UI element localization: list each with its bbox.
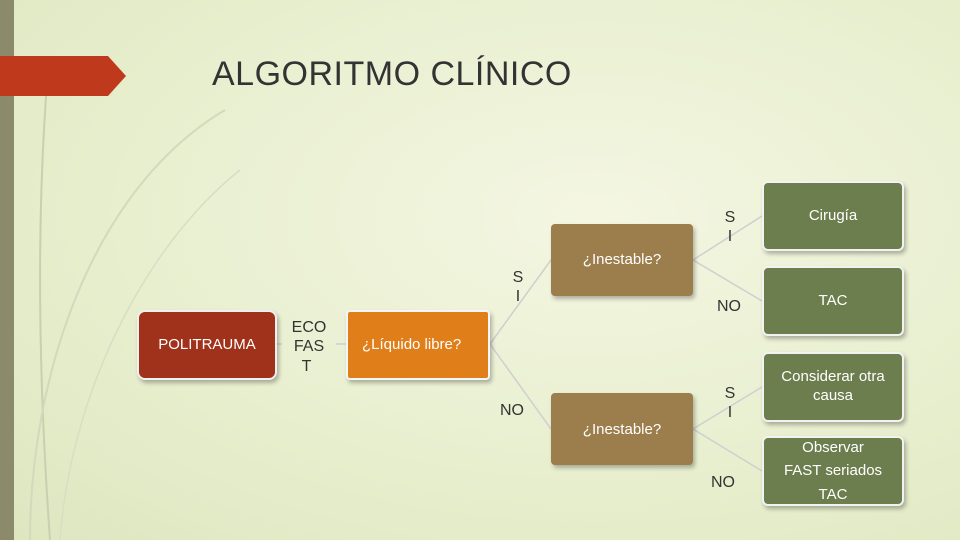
branch-si-liquido: S I <box>508 268 528 306</box>
politrauma-node: POLITRAUMA <box>137 310 277 380</box>
branch-si-bottom-i: I <box>727 404 733 422</box>
branch-no-liquido: NO <box>500 402 524 419</box>
cirugia-label: Cirugía <box>808 206 858 224</box>
cirugia-node: Cirugía <box>762 181 904 251</box>
eco-fast-line-1: ECO <box>291 319 327 337</box>
eco-fast-line-3: T <box>301 357 312 375</box>
liquido-libre-node: ¿Líquido libre? <box>346 310 490 380</box>
branch-si-top-i: I <box>727 228 733 246</box>
observar-node: Observar FAST seriados TAC <box>762 436 904 506</box>
liquido-libre-label: ¿Líquido libre? <box>362 335 462 353</box>
inestable-top-node: ¿Inestable? <box>551 224 693 296</box>
politrauma-label: POLITRAUMA <box>158 335 256 353</box>
observar-line-1: Observar <box>802 439 864 457</box>
branch-si-inestable-bottom: S I <box>720 384 740 422</box>
slide-title: ALGORITMO CLÍNICO <box>212 55 572 93</box>
branch-si-inestable-top: S I <box>720 208 740 246</box>
left-accent-bar <box>0 0 14 540</box>
tac-label: TAC <box>818 291 848 309</box>
title-accent-tab <box>0 56 126 96</box>
branch-si-top-s: S <box>724 209 736 226</box>
branch-si-liquido-s: S <box>512 269 524 286</box>
inestable-bottom-label: ¿Inestable? <box>582 421 662 438</box>
inestable-top-label: ¿Inestable? <box>582 251 662 268</box>
observar-line-2: FAST seriados <box>783 462 883 480</box>
branch-si-bottom-s: S <box>724 385 736 402</box>
considerar-label: Considerar otra causa <box>781 368 885 404</box>
eco-fast-node: ECO FAS T <box>282 315 336 379</box>
branch-no-inestable-bottom: NO <box>711 474 735 491</box>
inestable-bottom-node: ¿Inestable? <box>551 393 693 465</box>
branch-si-liquido-i: I <box>515 288 521 306</box>
tac-node: TAC <box>762 266 904 336</box>
branch-no-inestable-top: NO <box>717 298 741 315</box>
observar-line-3: TAC <box>818 485 848 503</box>
eco-fast-line-2: FAS <box>293 338 325 356</box>
considerar-node: Considerar otra causa <box>762 352 904 422</box>
